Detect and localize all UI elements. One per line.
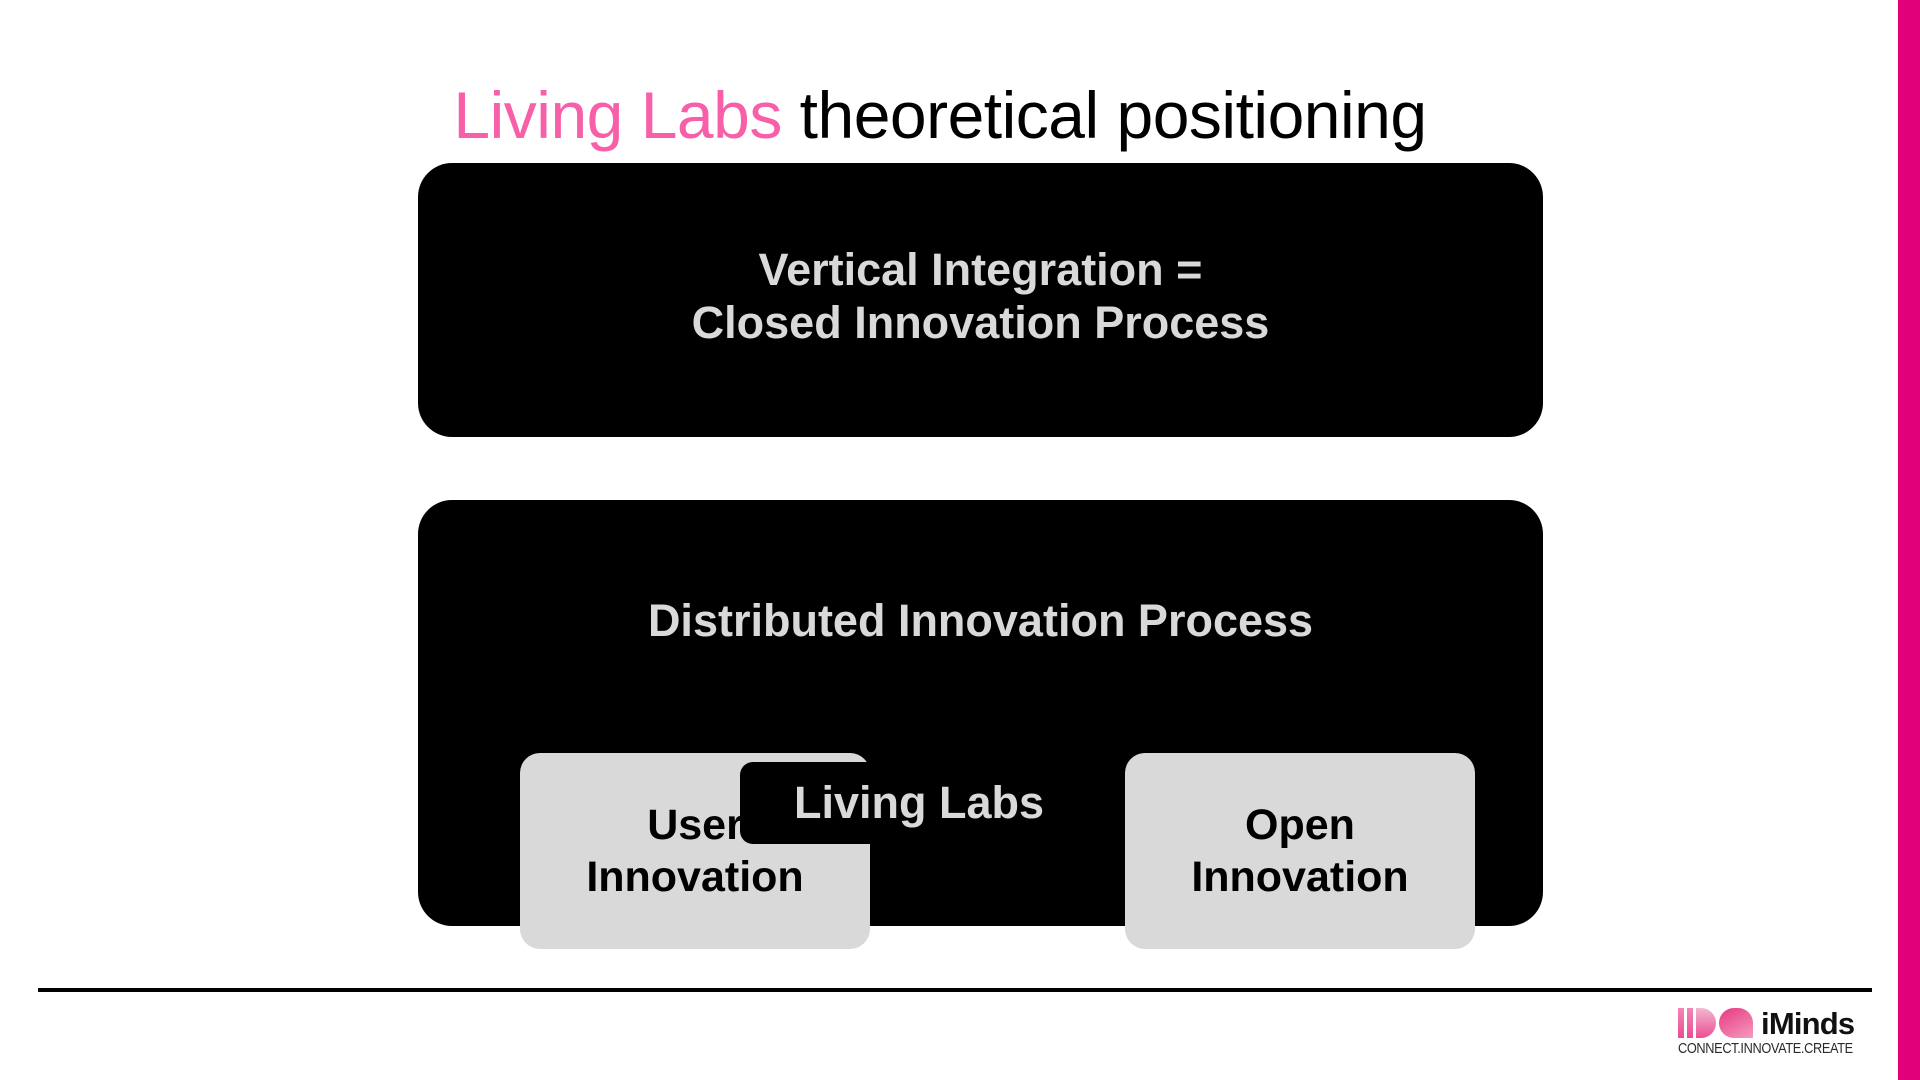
iminds-wordmark: iMinds <box>1761 1005 1855 1041</box>
closed-innovation-heading: Vertical Integration = Closed Innovation… <box>691 244 1270 349</box>
page-title-accent: Living Labs <box>453 78 782 153</box>
distributed-innovation-process-box: Distributed Innovation Process User Inno… <box>418 500 1543 949</box>
iminds-tagline: CONNECT.INNOVATE.CREATE <box>1678 1041 1853 1057</box>
page-title-rest: theoretical positioning <box>781 78 1427 153</box>
footer-divider <box>38 988 1872 992</box>
mark-blob-shape <box>1719 1008 1753 1038</box>
mark-bar-1 <box>1678 1008 1684 1038</box>
iminds-mark-icon <box>1678 1006 1753 1038</box>
page-title: Living Labs theoretical positioning <box>0 78 1880 154</box>
iminds-logo: iMinds CONNECT.INNOVATE.CREATE <box>1678 1000 1868 1062</box>
living-labs-card: Living Labs <box>740 762 1098 844</box>
right-edge-accent-stripe <box>1898 0 1920 1080</box>
mark-bar-2 <box>1687 1008 1693 1038</box>
mark-d-shape <box>1696 1008 1716 1038</box>
iminds-logo-row: iMinds <box>1678 1000 1868 1041</box>
closed-innovation-process-box: Vertical Integration = Closed Innovation… <box>418 163 1543 437</box>
distributed-innovation-heading: Distributed Innovation Process <box>647 595 1314 646</box>
theoretical-positioning-diagram: Vertical Integration = Closed Innovation… <box>418 163 1543 949</box>
open-innovation-card: Open Innovation <box>1125 753 1475 949</box>
